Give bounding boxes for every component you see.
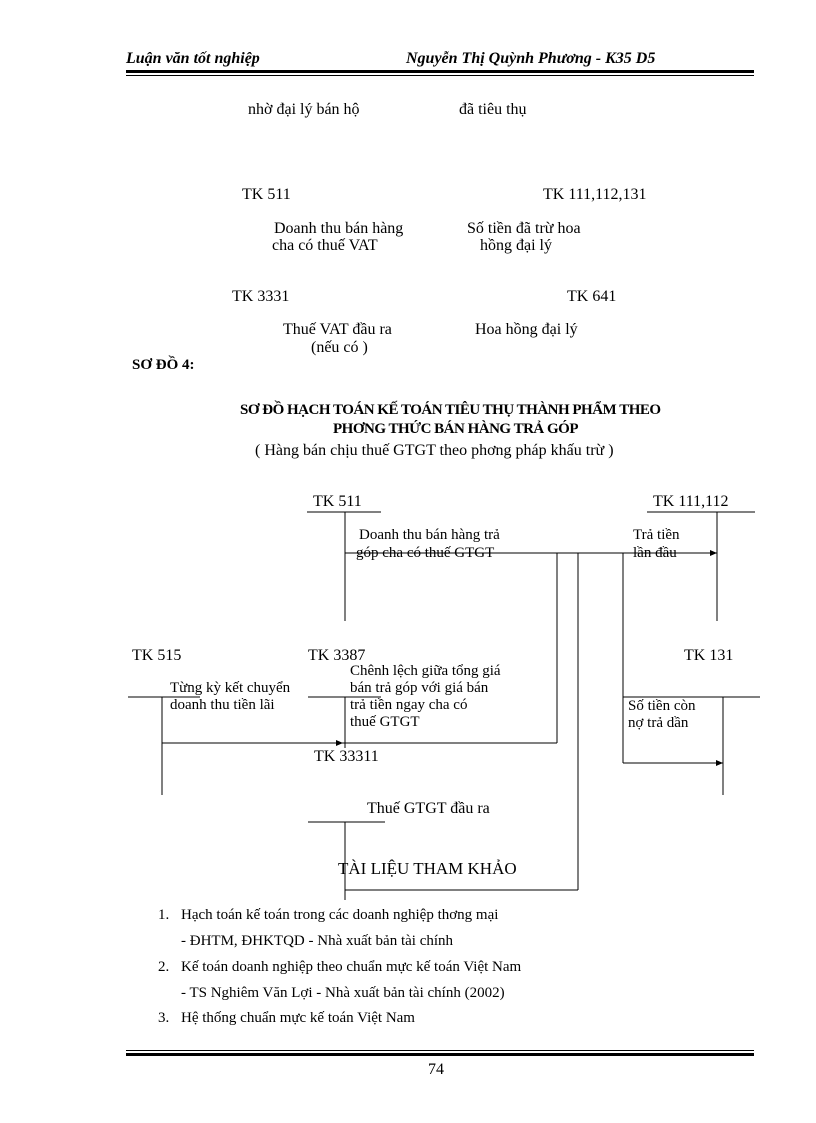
d4-vat-output: Thuế GTGT đầu ra bbox=[367, 800, 490, 817]
section-label: SƠ ĐỒ 4: bbox=[132, 357, 195, 373]
header-left: Luận văn tốt nghiệp bbox=[126, 50, 260, 67]
d3-label-left: nhờ đại lý bán hộ bbox=[248, 101, 360, 118]
ref-2-line2: - TS Nghiêm Văn Lợi - Nhà xuất bản tài c… bbox=[181, 985, 505, 1001]
ref-1-num: 1. bbox=[158, 907, 170, 923]
header-right: Nguyễn Thị Quỳnh Phương - K35 D5 bbox=[406, 50, 656, 67]
ref-2-line1: Kế toán doanh nghiệp theo chuẩn mực kế t… bbox=[181, 959, 522, 975]
d4-tk-131: TK 131 bbox=[684, 647, 734, 664]
d4-tk-3387: TK 3387 bbox=[308, 647, 366, 664]
d3-commission: Hoa hồng đại lý bbox=[475, 321, 578, 338]
ref-1-line2: - ĐHTM, ĐHKTQD - Nhà xuất bản tài chính bbox=[181, 933, 454, 949]
footer-rule bbox=[126, 1053, 754, 1056]
d4-title-line2: PHƠNG THỨC BÁN HÀNG TRẢ GÓP bbox=[333, 421, 579, 437]
d3-deducted-2: hồng đại lý bbox=[480, 237, 552, 254]
d4-diff-4: thuế GTGT bbox=[350, 714, 420, 730]
d3-label-right: đã tiêu thụ bbox=[459, 101, 527, 118]
d4-transfer-1: Từng kỳ kết chuyển bbox=[170, 680, 291, 696]
d3-revenue-2: cha có thuế VAT bbox=[272, 237, 378, 254]
d4-title-line1: SƠ ĐỒ HẠCH TOÁN KẾ TOÁN TIÊU THỤ THÀNH P… bbox=[240, 402, 661, 418]
ref-2-num: 2. bbox=[158, 959, 170, 975]
d3-revenue-1: Doanh thu bán hàng bbox=[274, 220, 404, 237]
d4-first-payment-2: lần đầu bbox=[633, 545, 677, 561]
references-heading: TÀI LIỆU THAM KHẢO bbox=[338, 859, 517, 878]
d4-first-payment-1: Trả tiền bbox=[633, 527, 680, 543]
d3-tk-3331: TK 3331 bbox=[232, 288, 290, 305]
header-rule bbox=[126, 70, 754, 73]
header-rule-thin bbox=[126, 75, 754, 76]
d4-diff-1: Chênh lệch giữa tổng giá bbox=[350, 663, 501, 679]
ref-1-line1: Hạch toán kế toán trong các doanh nghiệp… bbox=[181, 907, 499, 923]
d3-tk-511: TK 511 bbox=[242, 186, 291, 203]
d4-diff-2: bán trả góp với giá bán bbox=[350, 680, 489, 696]
ref-3-num: 3. bbox=[158, 1010, 170, 1026]
d4-remaining-2: nợ trả dần bbox=[628, 715, 689, 731]
d3-vat-2: (nếu có ) bbox=[311, 339, 368, 356]
d4-revenue-1: Doanh thu bán hàng trả bbox=[359, 527, 500, 543]
footer-rule-thin bbox=[126, 1050, 754, 1051]
page-number: 74 bbox=[428, 1061, 444, 1078]
d3-deducted-1: Số tiền đã trừ hoa bbox=[467, 220, 581, 237]
d4-title-line3: ( Hàng bán chịu thuế GTGT theo phơng phá… bbox=[255, 442, 614, 459]
d4-diff-3: trả tiền ngay cha có bbox=[350, 697, 468, 713]
d4-tk-33311: TK 33311 bbox=[314, 748, 379, 765]
d3-tk-111: TK 111,112,131 bbox=[543, 186, 647, 203]
d3-tk-641: TK 641 bbox=[567, 288, 617, 305]
ref-3-line1: Hệ thống chuẩn mực kế toán Việt Nam bbox=[181, 1010, 415, 1026]
d4-tk-111-112: TK 111,112 bbox=[653, 493, 729, 510]
d4-transfer-2: doanh thu tiền lãi bbox=[170, 697, 275, 713]
d4-revenue-2: góp cha có thuế GTGT bbox=[356, 545, 495, 561]
d4-tk-511: TK 511 bbox=[313, 493, 362, 510]
d4-remaining-1: Số tiền còn bbox=[628, 698, 696, 714]
d3-vat-1: Thuế VAT đầu ra bbox=[283, 321, 392, 338]
d4-tk-515: TK 515 bbox=[132, 647, 182, 664]
